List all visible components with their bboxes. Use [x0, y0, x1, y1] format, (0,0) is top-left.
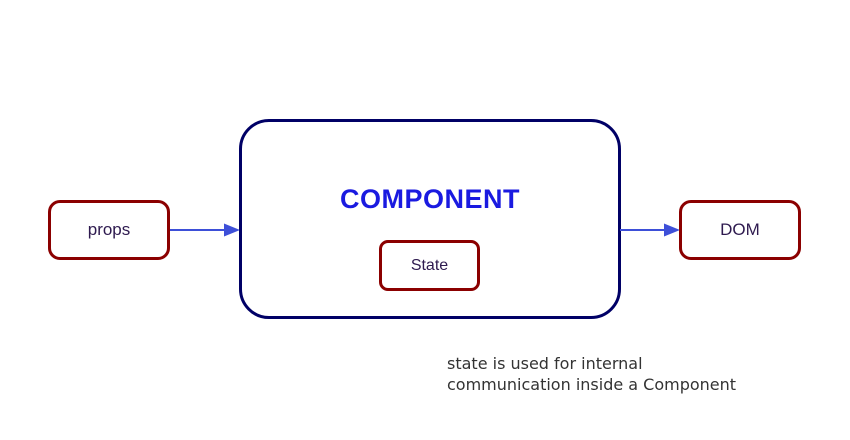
node-state-label: State: [410, 256, 449, 274]
arrow-props-to-component-icon: [170, 219, 240, 241]
node-props-label: props: [87, 220, 131, 239]
node-state[interactable]: State: [379, 240, 480, 291]
node-component[interactable]: COMPONENT State: [239, 119, 621, 319]
component-title: COMPONENT: [340, 184, 520, 214]
node-dom-label: DOM: [720, 220, 760, 239]
node-props[interactable]: props: [48, 200, 170, 260]
arrow-component-to-dom-icon: [620, 219, 680, 241]
diagram-caption: state is used for internal communication…: [447, 354, 737, 394]
node-dom[interactable]: DOM: [679, 200, 801, 260]
